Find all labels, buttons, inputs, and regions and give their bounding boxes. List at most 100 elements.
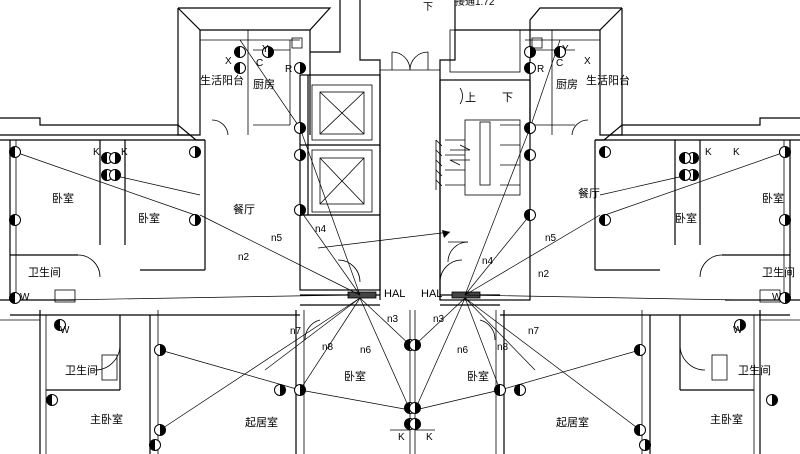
- socket-symbol: [514, 384, 526, 396]
- circuit-n2-left: n2: [238, 252, 250, 263]
- room-bath-left: 卫生间: [28, 265, 61, 279]
- socket-symbol: [634, 424, 646, 436]
- top-note-extra: 接通1.72: [455, 0, 495, 8]
- socket-code-k4: K: [733, 147, 740, 158]
- top-note: 下: [423, 2, 433, 13]
- hal-right-label: HAL: [421, 288, 442, 300]
- socket-symbol: [294, 204, 306, 216]
- socket-symbol: [409, 402, 421, 414]
- socket-symbol: [9, 214, 21, 226]
- socket-symbol: [46, 394, 58, 406]
- socket-symbol: [494, 384, 506, 396]
- socket-code-r-left: R: [285, 64, 292, 75]
- labels: 下 接通1.72 生活阳台 厨房 厨房 生活阳台 卧室 卧室 餐厅 餐厅 卧室 …: [20, 0, 795, 443]
- stair-down-label: 下: [502, 91, 513, 104]
- circuit-n4-left: n4: [315, 224, 327, 235]
- socket-code-w3: W: [772, 292, 782, 303]
- room-kitchen-right: 厨房: [556, 78, 578, 91]
- room-balcony-right: 生活阳台: [586, 73, 630, 87]
- socket-symbol: [294, 384, 306, 396]
- room-bath-right-lower: 卫生间: [738, 363, 771, 377]
- socket-code-w2: W: [60, 325, 70, 336]
- socket-symbol: [234, 46, 246, 58]
- room-balcony-left: 生活阳台: [200, 73, 244, 87]
- socket-symbol: [524, 62, 536, 74]
- socket-symbol: [154, 424, 166, 436]
- room-dining-left: 餐厅: [233, 202, 255, 216]
- room-master-right: 主卧室: [710, 412, 743, 426]
- circuit-n2-right: n2: [538, 269, 550, 280]
- socket-code-x-left: X: [225, 56, 232, 67]
- socket-code-c-left: C: [256, 58, 263, 69]
- socket-code-k3: K: [705, 147, 712, 158]
- socket-symbol: [779, 214, 791, 226]
- socket-code-w4: W: [733, 325, 743, 336]
- socket-symbol: [9, 292, 21, 304]
- socket-symbol: [679, 169, 691, 181]
- socket-code-y-right: Y: [562, 44, 569, 55]
- socket-symbol: [679, 152, 691, 164]
- socket-symbol: [599, 146, 611, 158]
- socket-symbol: [634, 344, 646, 356]
- room-bedroom-center-left: 卧室: [344, 369, 366, 383]
- socket-symbol: [524, 122, 536, 134]
- socket-symbol: [274, 384, 286, 396]
- socket-symbol: [149, 439, 161, 451]
- socket-symbol: [234, 62, 246, 74]
- circuit-n6-left: n6: [360, 345, 372, 356]
- room-bedroom-left: 卧室: [138, 211, 160, 225]
- socket-symbol: [294, 62, 306, 74]
- hal-left-label: HAL: [384, 288, 405, 300]
- socket-symbol: [524, 209, 536, 221]
- socket-symbol: [639, 439, 651, 451]
- circuit-n5-left: n5: [271, 233, 283, 244]
- socket-symbol: [9, 146, 21, 158]
- room-bedroom-far-left: 卧室: [52, 191, 74, 205]
- socket-symbol: [54, 319, 66, 331]
- room-dining-right: 餐厅: [578, 186, 600, 200]
- socket-symbol: [189, 214, 201, 226]
- circuit-n4-right: n4: [482, 256, 494, 267]
- circuit-n3-right: n3: [433, 314, 445, 325]
- room-bedroom-far-right: 卧室: [762, 191, 784, 205]
- circuit-n7-right: n7: [528, 326, 540, 337]
- socket-symbol: [189, 146, 201, 158]
- circuit-n8-right: n8: [497, 342, 509, 353]
- circuit-n3-left: n3: [387, 314, 399, 325]
- room-living-right: 起居室: [556, 415, 589, 429]
- socket-symbol: [524, 46, 536, 58]
- circuit-n5-right: n5: [545, 233, 557, 244]
- socket-symbol: [109, 169, 121, 181]
- wiring: [14, 39, 786, 431]
- room-master-left: 主卧室: [90, 412, 123, 426]
- circuit-n8-left: n8: [322, 342, 334, 353]
- room-bedroom-right: 卧室: [675, 211, 697, 225]
- circuit-n7-left: n7: [290, 326, 302, 337]
- socket-code-x-right: X: [584, 56, 591, 67]
- socket-code-y-left: Y: [262, 44, 269, 55]
- room-bedroom-center-right: 卧室: [467, 369, 489, 383]
- circuit-n6-right: n6: [457, 345, 469, 356]
- socket-symbol: [294, 122, 306, 134]
- socket-code-k1: K: [93, 147, 100, 158]
- socket-symbol: [409, 418, 421, 430]
- room-living-left: 起居室: [245, 415, 278, 429]
- socket-symbol: [109, 152, 121, 164]
- socket-code-k5: K: [398, 432, 405, 443]
- socket-code-w1: W: [20, 292, 30, 303]
- socket-code-r-right: R: [537, 64, 544, 75]
- room-bath-right: 卫生间: [762, 265, 795, 279]
- socket-symbol: [554, 46, 566, 58]
- socket-symbol: [262, 46, 274, 58]
- socket-symbol: [766, 394, 778, 406]
- socket-symbol: [779, 292, 791, 304]
- stair-up-label: 上: [465, 91, 476, 104]
- socket-code-c-right: C: [556, 58, 563, 69]
- socket-devices: [9, 46, 791, 451]
- socket-symbol: [599, 214, 611, 226]
- socket-symbol: [294, 149, 306, 161]
- socket-code-k2: K: [121, 147, 128, 158]
- socket-symbol: [524, 149, 536, 161]
